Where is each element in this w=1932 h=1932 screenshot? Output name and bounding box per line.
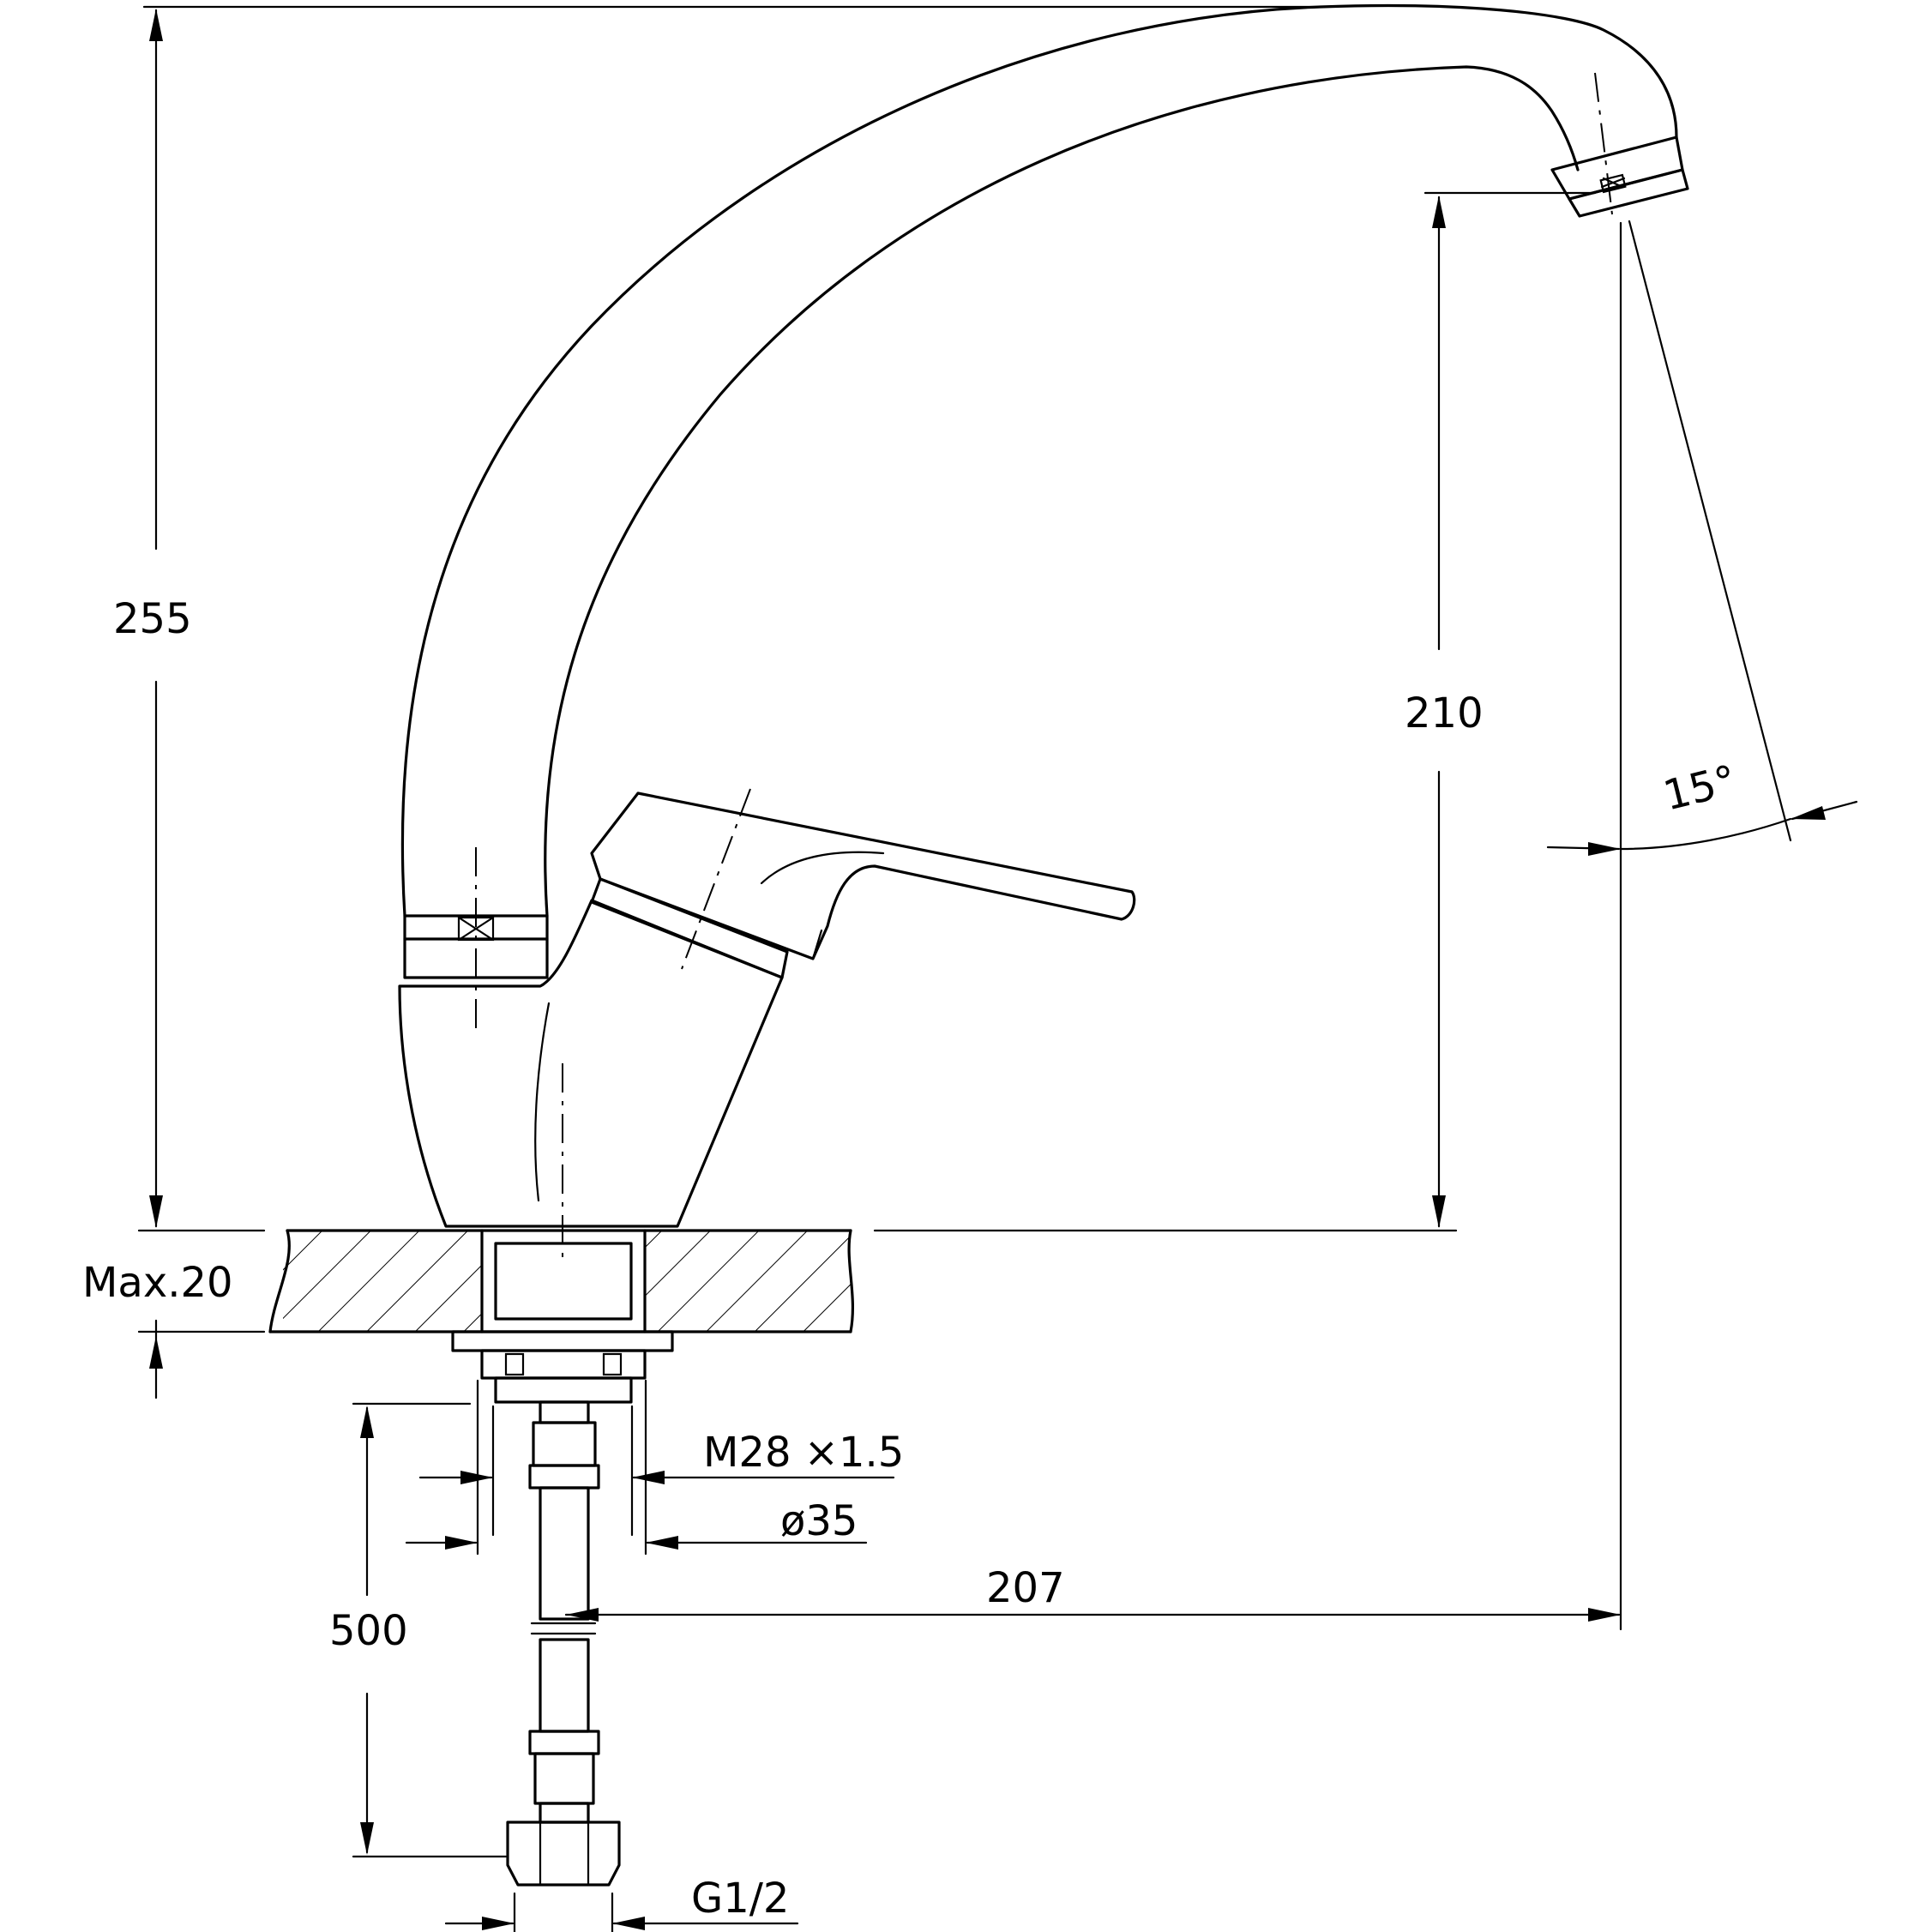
countertop-section (268, 1229, 854, 1333)
lever-detail (760, 851, 885, 885)
aerator (1550, 135, 1689, 218)
spout-outer-contour (400, 3, 1678, 918)
mixer-body (398, 899, 784, 1228)
dim-reach: 207 (986, 1564, 1065, 1612)
dim-thread: M28 ×1.5 (703, 1429, 904, 1477)
outlet-centreline (1594, 72, 1613, 215)
dim-body-diameter: ø35 (780, 1497, 858, 1545)
flexible-hose (506, 1400, 621, 1887)
spout-inner-contour (544, 65, 1580, 918)
dim-overall-height: 255 (113, 595, 192, 643)
dim-spout-height: 210 (1405, 689, 1484, 737)
faucet-outline (398, 3, 1689, 1265)
dim-swivel-angle: 15° (1658, 756, 1741, 821)
dim-deck-thickness: Max.20 (82, 1259, 233, 1307)
dim-hose-connection: G1/2 (691, 1875, 789, 1923)
hose-nut (506, 1821, 621, 1887)
lever-handle (590, 791, 1136, 960)
body-highlight (534, 1002, 551, 1202)
mounting-nut (451, 1330, 674, 1404)
cartridge-centreline (681, 788, 751, 970)
dimension-lines (137, 5, 1858, 1932)
cartridge-cap (590, 877, 789, 979)
dim-hose-length: 500 (329, 1607, 408, 1655)
